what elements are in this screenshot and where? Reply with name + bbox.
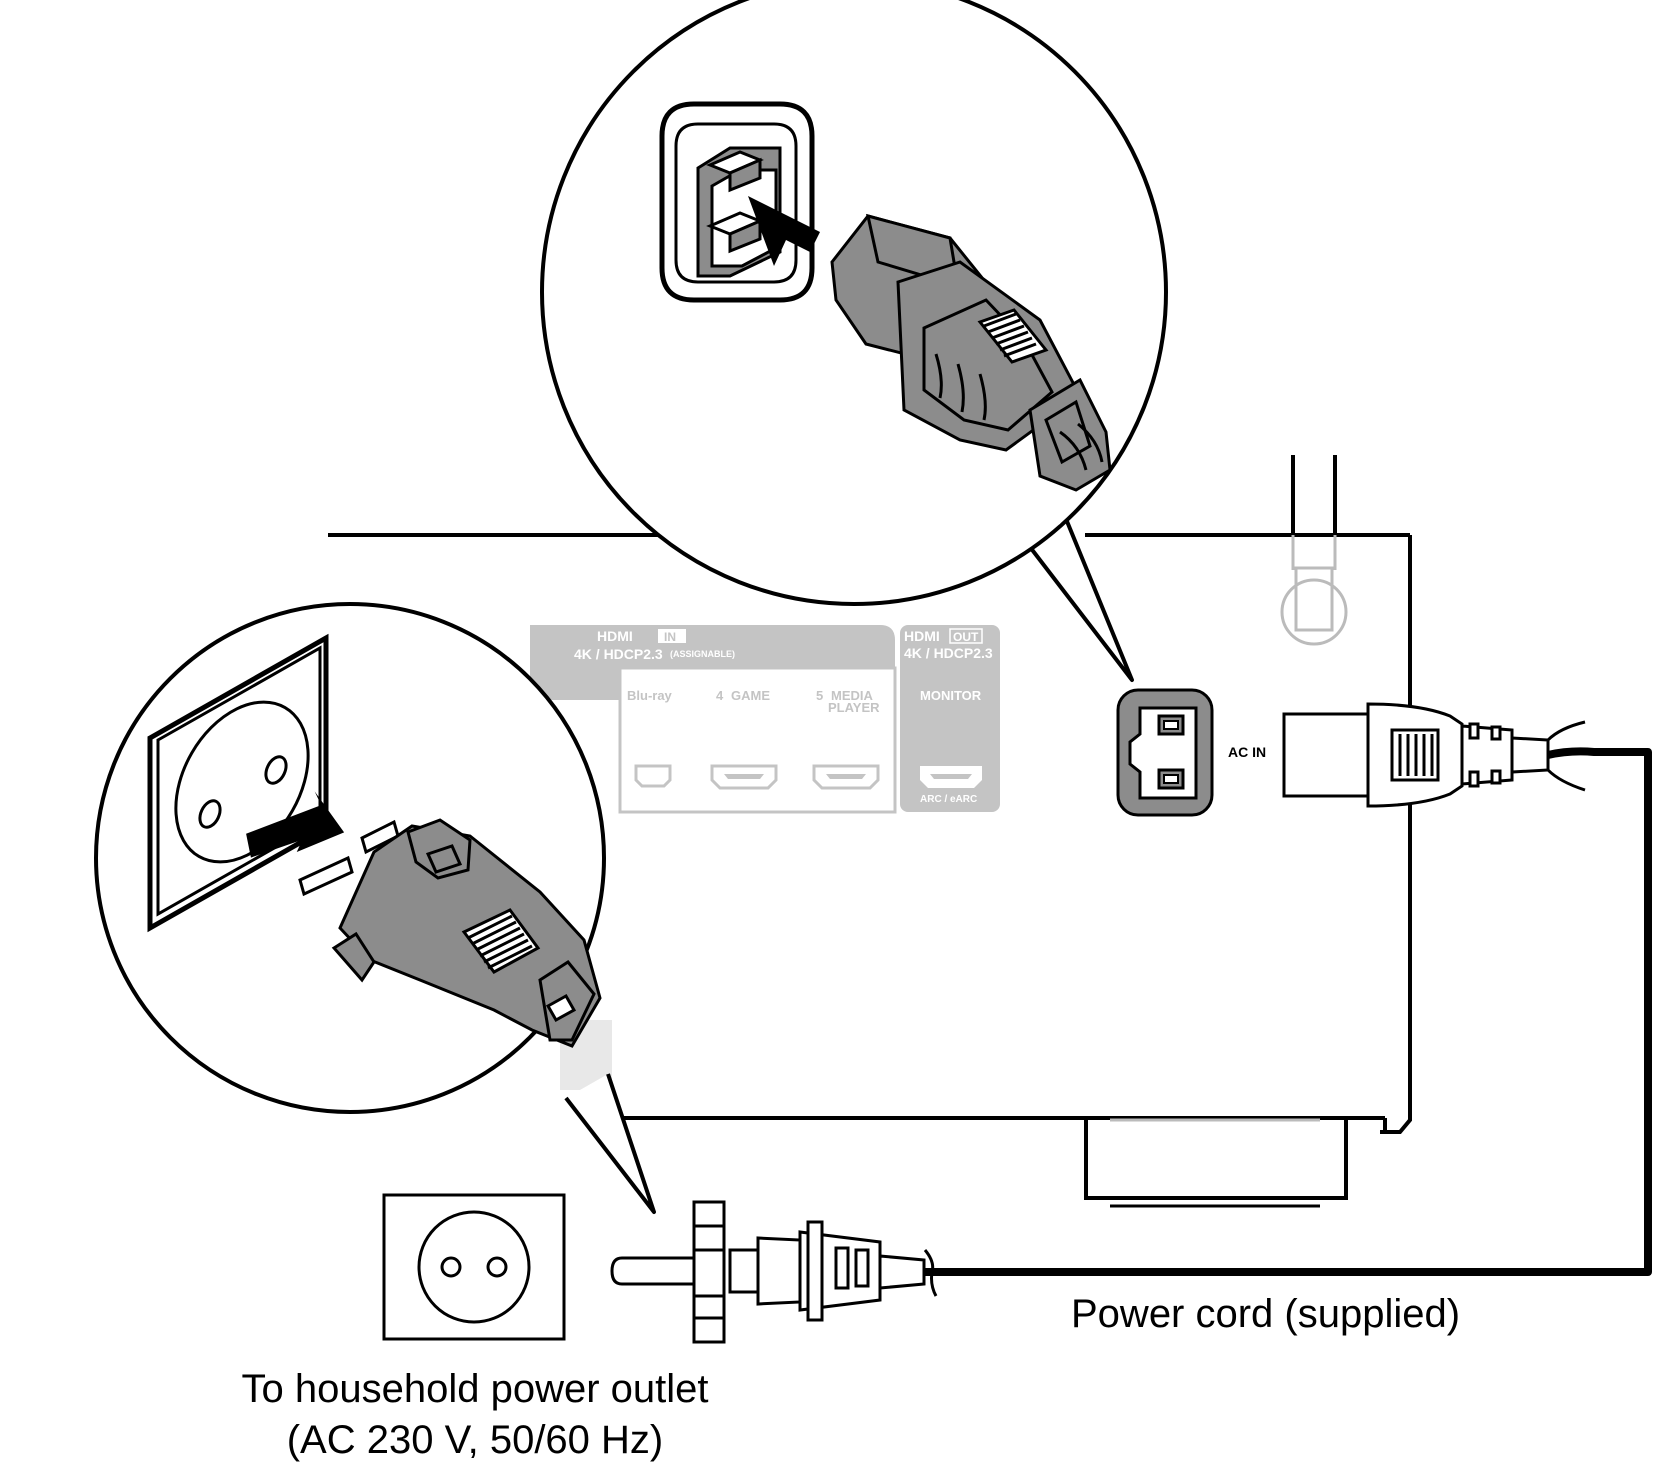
hdmi-in-subtitle-note: (ASSIGNABLE) [670, 649, 735, 659]
port-5-number: 5 [816, 688, 823, 703]
hdmi-out-subtitle: 4K / HDCP2.3 [904, 645, 993, 661]
port-4-number: 4 [716, 688, 724, 703]
hdmi-port-3: 3 Blu-ray [612, 688, 673, 788]
iec-plug-side [1282, 702, 1586, 808]
hdmi-port-4: 4 GAME [710, 688, 778, 790]
hdmi-out-port-note: ARC / eARC [920, 794, 977, 805]
hdmi-out-panel: HDMI OUT 4K / HDCP2.3 MONITOR ARC / eARC [900, 625, 1000, 812]
hdmi-in-subtitle: 4K / HDCP2.3 [574, 646, 663, 662]
iec-connector-closeup [830, 213, 1112, 492]
port-5-name: MEDIA [831, 688, 874, 703]
ac-in-label: AC IN [1228, 744, 1266, 760]
port-3-name: Blu-ray [627, 688, 673, 703]
hdmi-in-title: HDMI [597, 628, 633, 644]
inlet-closeup [659, 101, 815, 303]
port-5-name-line2: PLAYER [828, 700, 880, 715]
hdmi-in-badge: IN [664, 630, 676, 644]
receiver-rear-panel [328, 533, 1412, 1134]
power-cord [920, 747, 1652, 1276]
power-cord-label: Power cord (supplied) [1071, 1292, 1460, 1336]
hdmi-port-5: 5 MEDIA PLAYER [812, 688, 880, 790]
euro-plug-side [610, 1200, 938, 1344]
outlet-label-line2: (AC 230 V, 50/60 Hz) [287, 1418, 664, 1462]
hdmi-in-panel: HDMI IN 4K / HDCP2.3 (ASSIGNABLE) 3 Blu-… [530, 625, 897, 814]
inlet-zoom-callout [540, 0, 1168, 682]
outlet-zoom-callout [94, 602, 656, 1214]
port-4-name: GAME [731, 688, 770, 703]
outlet-label-line1: To household power outlet [242, 1367, 709, 1411]
insert-arrow-icon-2 [246, 791, 345, 858]
hdmi-out-title: HDMI [904, 628, 940, 644]
euro-plug-closeup [298, 818, 602, 1048]
port-3-number: 3 [612, 688, 619, 703]
ac-in-inlet [1116, 688, 1214, 817]
hdmi-out-port-name: MONITOR [920, 688, 982, 703]
insert-arrow-icon [748, 196, 820, 266]
antenna [1280, 455, 1348, 646]
receiver-foot [1084, 1118, 1348, 1208]
wall-socket-closeup [147, 633, 329, 933]
wall-outlet-front [382, 1193, 566, 1341]
hdmi-out-badge: OUT [953, 630, 979, 644]
